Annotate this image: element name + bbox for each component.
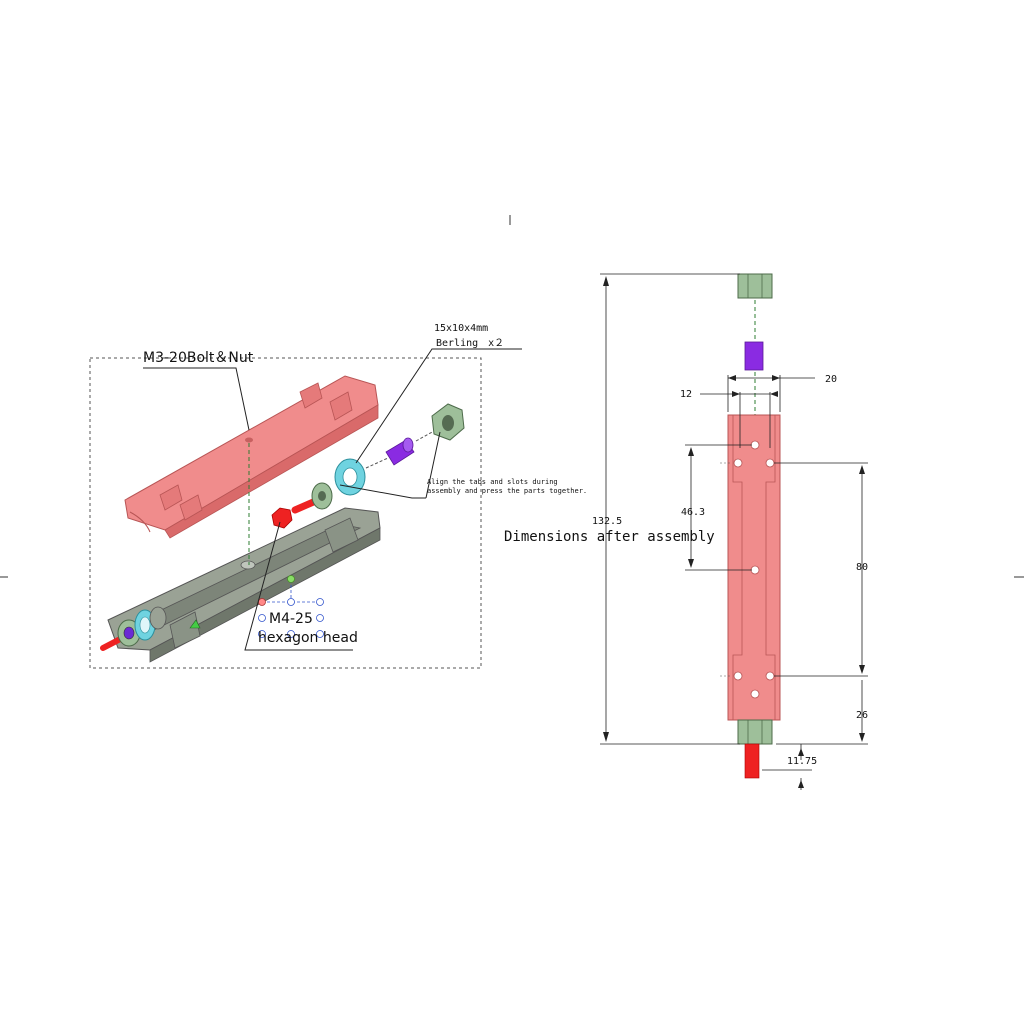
dim-outer-width-value: 20 [825,374,837,385]
selection-handles [258,575,324,638]
dim-shaft-offset-value: 11.75 [787,756,817,767]
top-spacer [744,341,764,371]
dimensions-title: Dimensions after assembly [504,529,715,545]
dim-overall-length-value: 132.5 [592,516,622,527]
spacer-size-label: 15x10x4mm [434,323,488,334]
upper-cover [124,375,379,539]
dim-overall-length [600,273,740,745]
hex-bolt-size-label: M4-25 [269,611,313,627]
lower-housing [107,507,381,663]
dim-hole-spacing-large-value: 80 [856,562,868,573]
hex-bolt-leader [244,521,353,651]
dim-hole-spacing-small [685,444,752,571]
align-note-line1: Align the tabs and slots during [427,478,558,486]
hex-bolt-head-label: hexagon head [258,630,358,646]
dimension-view: 132.5 12 20 46.3 [504,273,868,790]
dim-shaft-offset [762,744,812,790]
exploded-view: M3-20Bolt＆Nut 15x10x4mm Berling x２ Align… [89,323,587,669]
bottom-shaft [744,743,760,779]
left-end-parts [100,606,167,651]
align-leader-2 [425,431,441,499]
bolt-nut-leader [143,367,250,431]
bolt-nut-label: M3-20Bolt＆Nut [143,350,254,366]
align-leader [339,484,426,499]
right-end-parts [271,403,465,529]
bottom-nut [737,719,773,745]
top-nut [737,273,773,299]
dim-inner-width-value: 12 [680,389,692,400]
exploded-view-frame [89,357,482,669]
dim-hole-spacing-large [774,462,868,677]
main-body [720,414,781,721]
dim-widths [700,375,815,448]
dim-hole-spacing-small-value: 46.3 [681,507,705,518]
spacer-leader [355,348,522,464]
dim-bottom-offset-value: 26 [856,710,868,721]
align-note-line2: assembly and press the parts together. [427,487,587,495]
spacer-name-label: Berling x２ [436,338,504,349]
dim-bottom-offset [776,680,868,745]
